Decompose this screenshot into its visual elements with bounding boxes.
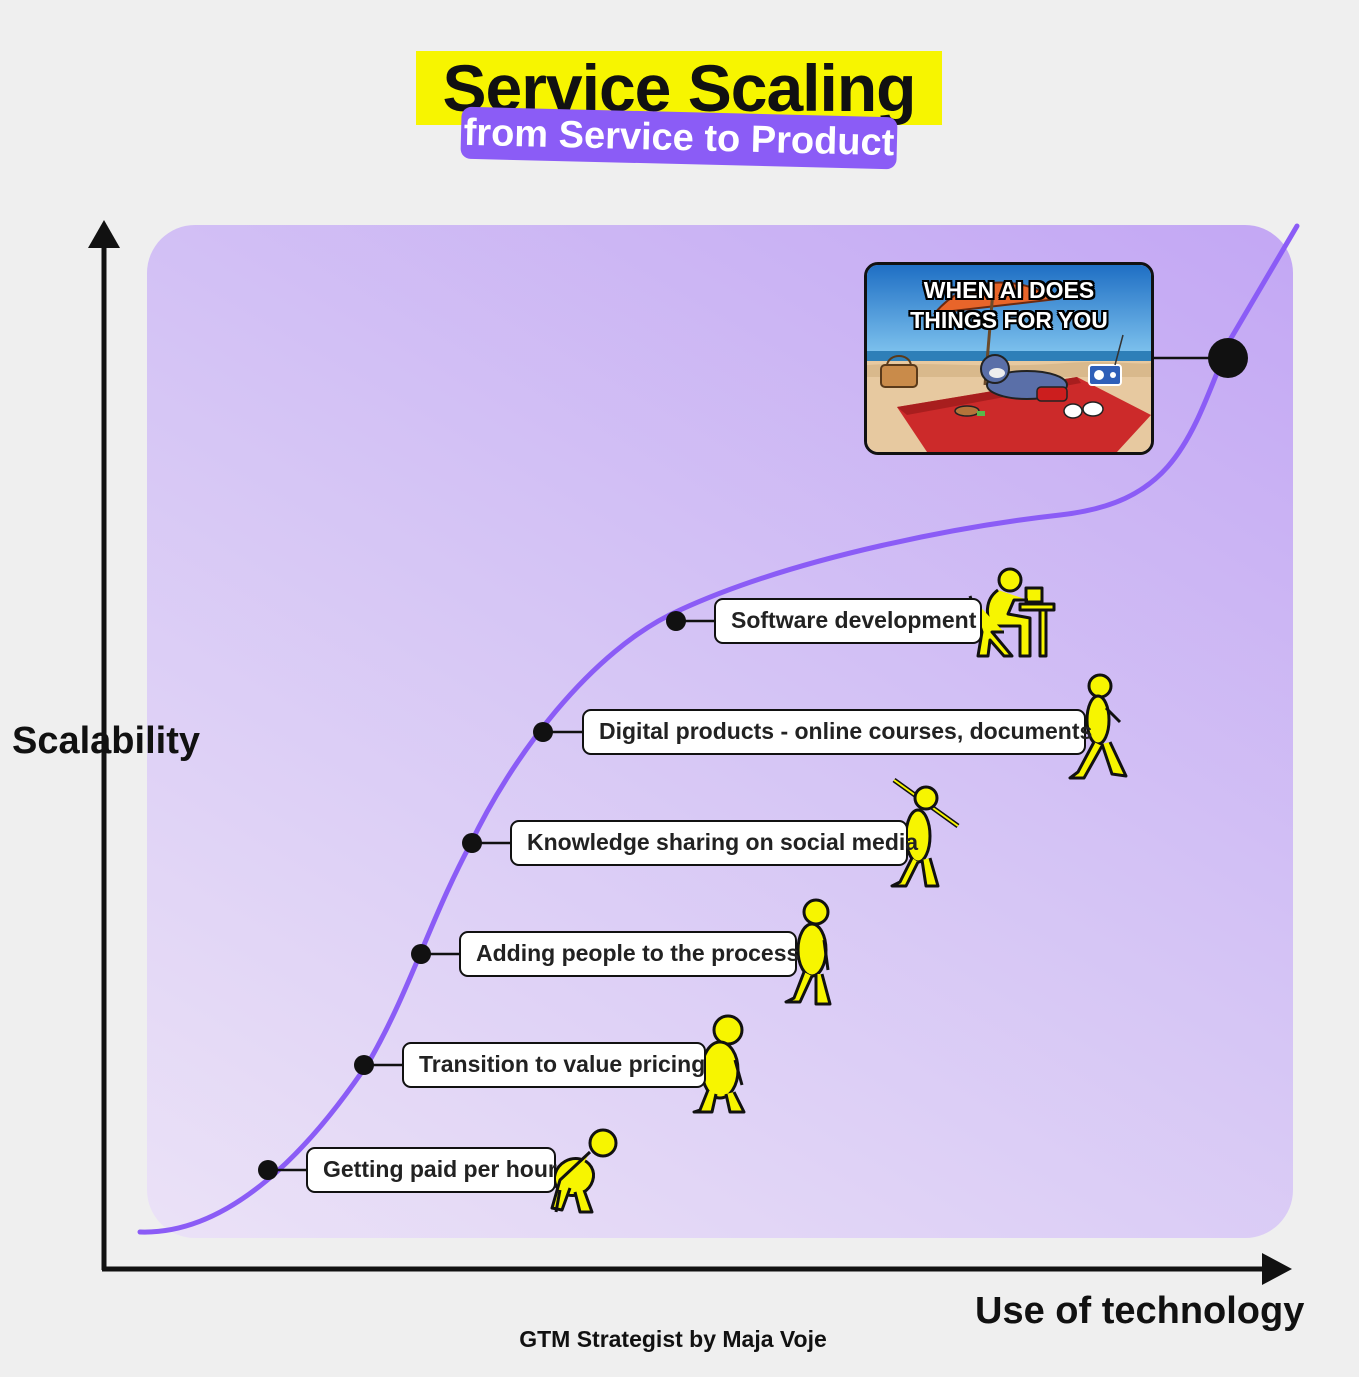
meme-image: WHEN AI DOES THINGS FOR YOU [864,262,1154,455]
human-at-desk-figure-icon [968,567,1056,658]
step-label-digital-products: Digital products - online courses, docum… [582,709,1092,755]
meme-dot [1208,338,1248,378]
step-dot [258,1160,278,1180]
walking-human-figure-icon [1068,673,1128,780]
step-label-software-development: Software development [714,598,982,644]
step-label-value-pricing: Transition to value pricing [402,1042,706,1088]
beach-scene-icon [867,265,1151,452]
step-label-knowledge-sharing: Knowledge sharing on social media [510,820,918,866]
credit-text: GTM Strategist by Maja Voje [519,1326,827,1352]
spear-hunter-figure-icon [890,777,960,888]
hominid-figure-icon [784,898,832,1006]
step-dot [462,833,482,853]
growth-curve [137,223,1300,1235]
y-axis-label: Scalability [12,720,200,762]
meme-caption: WHEN AI DOES THINGS FOR YOU [867,275,1151,335]
x-axis-arrow-icon [1262,1253,1292,1285]
ape-figure-icon [550,1128,618,1214]
step-dot [411,944,431,964]
step-dot [354,1055,374,1075]
meme-caption-line: WHEN AI DOES [923,277,1095,303]
early-hominid-figure-icon [692,1014,746,1114]
y-axis-arrow-icon [88,220,120,248]
step-label-getting-paid-per-hour: Getting paid per hour [306,1147,557,1193]
step-label-adding-people: Adding people to the process [459,931,799,977]
step-dot [533,722,553,742]
x-axis-label: Use of technology [975,1290,1305,1332]
meme-caption-line: THINGS FOR YOU [910,307,1108,333]
step-dot [666,611,686,631]
